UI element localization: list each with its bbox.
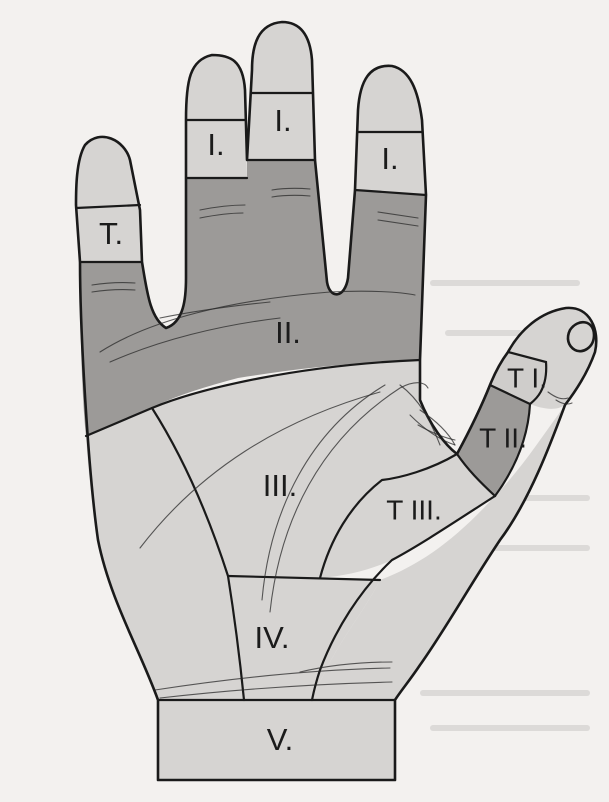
zone-five-label: V. — [267, 722, 293, 757]
zone-three-label: III. — [263, 468, 297, 503]
thumb-one-label: T I. — [507, 362, 547, 393]
zone-two-label: II. — [275, 315, 301, 350]
middle-finger-tip-label: I. — [274, 103, 291, 138]
little-finger-tip-label: T. — [99, 216, 123, 251]
zone-four-label: IV. — [254, 620, 289, 655]
ring-finger-tip-label: I. — [381, 141, 398, 176]
index-finger-tip-label: I. — [207, 127, 224, 162]
thumb-three-label: T III. — [386, 494, 442, 525]
middle-finger-tip-region — [247, 22, 315, 160]
thumb-two-label: T II. — [479, 422, 527, 453]
